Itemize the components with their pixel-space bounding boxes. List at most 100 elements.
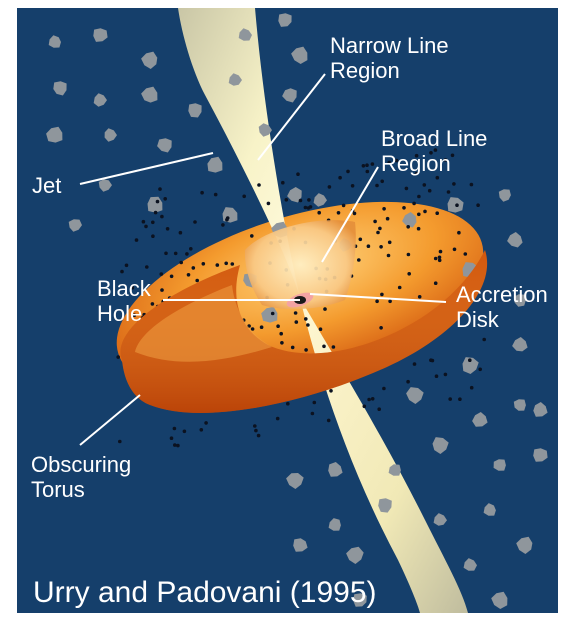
dot [294, 311, 298, 315]
dot [174, 252, 178, 256]
dot [319, 327, 323, 331]
dot [125, 264, 129, 268]
dot [366, 170, 370, 174]
dot [468, 358, 472, 362]
dot [280, 341, 284, 345]
dot [322, 345, 326, 349]
dot [357, 258, 361, 262]
dot [375, 184, 379, 188]
dot [160, 272, 164, 276]
dot [216, 263, 220, 267]
dot [406, 380, 410, 384]
dot [306, 323, 310, 327]
dot [328, 185, 332, 189]
dot [183, 430, 187, 434]
dot [195, 279, 199, 283]
dot [173, 443, 177, 447]
dot [458, 397, 462, 401]
dot [380, 293, 384, 297]
label-black-hole: Black Hole [97, 276, 151, 326]
label-obscuring-torus: Obscuring Torus [31, 452, 131, 502]
dot [407, 253, 411, 257]
dot [166, 227, 170, 231]
dot [192, 266, 196, 270]
dot [375, 300, 379, 304]
dot [377, 407, 381, 411]
dot [342, 204, 346, 208]
dot [257, 434, 261, 438]
dot [225, 218, 229, 222]
dot [455, 203, 459, 207]
dot [417, 213, 421, 217]
dot [457, 231, 461, 235]
dot [337, 211, 341, 215]
dot [250, 234, 254, 238]
label-narrow-line-region: Narrow Line Region [330, 33, 449, 83]
dot [447, 190, 451, 194]
dot [304, 348, 308, 352]
dot [362, 164, 366, 168]
dot [371, 162, 375, 166]
dot [367, 398, 371, 402]
dot [338, 176, 342, 180]
dot [295, 320, 299, 324]
dot [470, 386, 474, 390]
dot [363, 405, 367, 409]
dot [189, 247, 193, 251]
dot [151, 234, 155, 238]
dot [379, 245, 383, 249]
dot [286, 402, 290, 406]
dot [257, 183, 261, 187]
dot [444, 373, 448, 377]
dot [476, 203, 480, 207]
dot [417, 195, 421, 199]
dot [373, 220, 377, 224]
dot [428, 189, 432, 193]
dot [173, 427, 177, 431]
dot [296, 172, 300, 176]
dot [435, 211, 439, 215]
dot [402, 206, 406, 210]
dot [224, 262, 228, 266]
dot [382, 207, 386, 211]
dot [221, 223, 225, 227]
dot [417, 227, 421, 231]
dot [176, 444, 180, 448]
dot [242, 195, 246, 199]
dot [412, 202, 416, 206]
dot [413, 362, 417, 366]
dot [170, 275, 174, 279]
dot [359, 238, 363, 242]
dot [260, 325, 264, 329]
dot [436, 176, 440, 180]
dot [439, 250, 443, 254]
dot [156, 200, 160, 204]
dot [304, 317, 308, 321]
label-accretion-disk: Accretion Disk [456, 282, 548, 332]
dot [405, 187, 409, 191]
dot [434, 281, 438, 285]
dot [202, 262, 206, 266]
dot [116, 355, 120, 359]
dot [478, 368, 482, 372]
dot [179, 261, 183, 265]
dot [423, 183, 427, 187]
dot [271, 312, 275, 316]
dot [365, 163, 369, 167]
dot [285, 198, 289, 202]
label-jet: Jet [32, 173, 61, 198]
dot [193, 220, 197, 224]
dot [423, 210, 427, 214]
dot [309, 205, 313, 209]
dot [145, 265, 149, 269]
dot [371, 397, 375, 401]
dot [351, 184, 355, 188]
dot [279, 332, 283, 336]
dot [281, 181, 285, 185]
dot [135, 238, 139, 242]
dot [329, 389, 333, 393]
dot [158, 187, 162, 191]
dot [380, 180, 384, 184]
dot [170, 436, 174, 440]
dot [160, 215, 164, 219]
